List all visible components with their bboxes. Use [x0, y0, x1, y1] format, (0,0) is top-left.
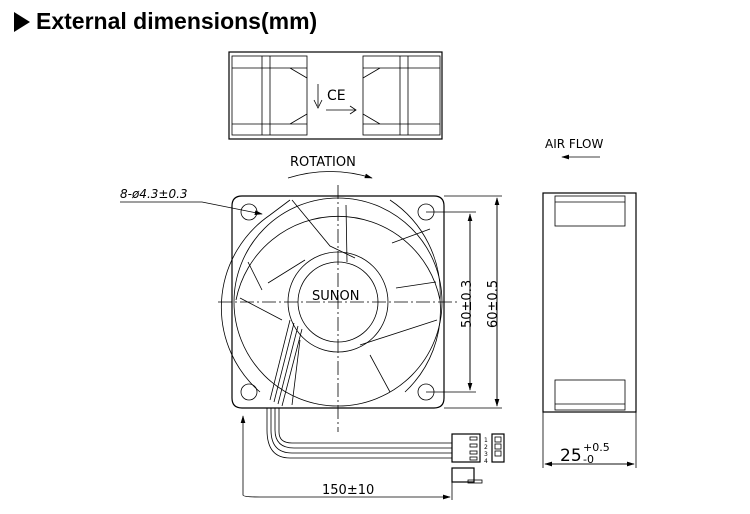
- pin-3-label: 3: [484, 451, 488, 458]
- hole-leader: [120, 201, 263, 215]
- brand-label: SUNON: [312, 289, 359, 304]
- pin-1-label: 1: [484, 437, 488, 444]
- rotation-label: ROTATION: [290, 155, 356, 170]
- pin-4-label: 4: [484, 458, 488, 465]
- dim-25-plus: +0.5: [583, 441, 610, 454]
- title-text: External dimensions(mm): [36, 8, 318, 34]
- section-title: External dimensions(mm): [14, 8, 317, 35]
- side-view: AIR FLOW 25 +0.5 -0: [542, 137, 637, 468]
- pin-2-label: 2: [484, 444, 488, 451]
- hole-spec-label: 8-ø4.3±0.3: [120, 187, 188, 201]
- air-flow-label: AIR FLOW: [545, 137, 604, 151]
- dim-25-label: 25: [560, 446, 582, 466]
- cable-connector: 1 2 3 4 150±10: [240, 408, 505, 500]
- dim-150-label: 150±10: [322, 483, 374, 498]
- rotation-arrow-icon: [287, 171, 373, 179]
- dim-25-minus: -0: [583, 453, 594, 466]
- dim-50-label: 50±0.3: [460, 280, 475, 328]
- ce-mark-text: CE: [327, 88, 346, 104]
- ce-mark-icon: CE: [313, 84, 357, 115]
- front-view: SUNON 50±0.3 60±0.5: [218, 185, 502, 432]
- dim-60-label: 60±0.5: [486, 280, 501, 328]
- top-view: CE: [228, 51, 443, 140]
- triangle-bullet-icon: [14, 11, 30, 32]
